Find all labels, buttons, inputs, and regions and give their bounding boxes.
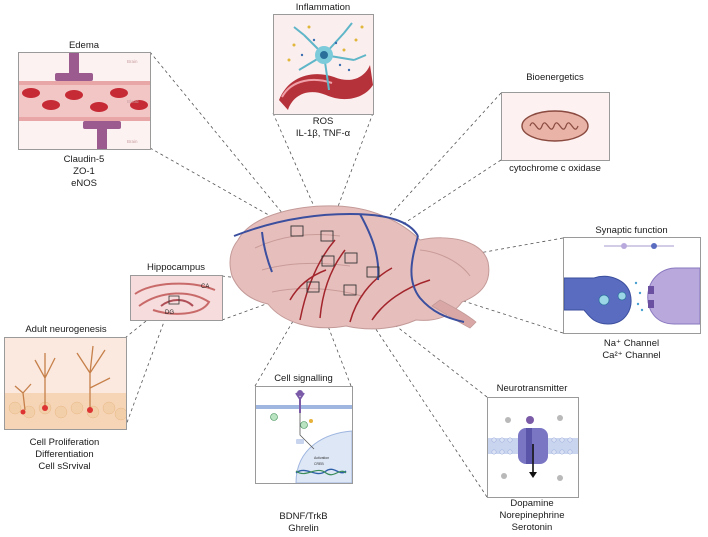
box-hippocampus (306, 281, 320, 293)
connector-inflammation-1 (272, 112, 328, 237)
synaptic-panel (563, 237, 701, 334)
marker-enos: eNOS (71, 177, 97, 189)
region-label-ca: CA (201, 284, 209, 290)
signalling-markers: BDNF/TrkB Ghrelin (255, 511, 352, 535)
marker-ca-channel: Ca²⁺ Channel (602, 349, 661, 361)
red-blood-cells (22, 88, 148, 112)
postsynaptic-terminal (647, 267, 700, 325)
marker-dopamine: Dopamine (510, 498, 554, 509)
synaptic-title: Synaptic function (595, 225, 668, 236)
layer-label-middle: Blood (127, 99, 139, 104)
signalling-panel: Activation CREB (255, 386, 353, 484)
hippocampus-panel: CA DG (130, 275, 223, 321)
marker-ghrelin: Ghrelin (288, 522, 319, 534)
marker-zo1: ZO-1 (73, 165, 95, 177)
connector-signalling-1 (254, 286, 314, 387)
marker-cytochrome-c-oxidase: cytochrome c oxidase (509, 163, 601, 174)
label-creb: CREB (314, 462, 324, 466)
neurotransmitter-title: Neurotransmitter (496, 383, 568, 394)
box-bioenergetics (344, 252, 358, 264)
edema-markers: Claudin-5 ZO-1 eNOS (18, 154, 150, 190)
region-boxes (290, 225, 380, 296)
box-edema (290, 225, 304, 237)
marker-differentiation: Differentiation (35, 448, 94, 460)
blood-vessel-shape (279, 65, 373, 110)
neurotransmitter-illustration (488, 398, 578, 497)
connector-neuro-2 (124, 299, 173, 429)
synapse-illustration (564, 238, 700, 333)
marker-bdnf-trkb: BDNF/TrkB (279, 511, 328, 522)
box-inflammation (320, 230, 334, 242)
marker-norepinephrine: Norepinephrine (499, 509, 565, 521)
box-misc (321, 255, 335, 267)
edema-illustration: Brain Blood Brain (19, 53, 150, 149)
connector-edema-1 (149, 51, 298, 232)
presynaptic-terminal (564, 275, 632, 325)
brainstem (431, 299, 477, 329)
marker-il1b-tnfa: IL-1β, TNF-α (295, 127, 351, 139)
neurogenesis-illustration (5, 338, 126, 429)
layer-label-bottom: Brain (127, 139, 138, 144)
inflammation-title: Inflammation (295, 2, 351, 13)
inflammation-panel (273, 14, 374, 115)
marker-cell-survival: Cell sSrvival (38, 460, 91, 472)
box-synaptic (366, 266, 380, 278)
label-activation: Activation (314, 456, 329, 460)
veins (233, 212, 465, 323)
tight-junction-bottom (97, 121, 107, 149)
connector-bioenergetics-1 (350, 92, 502, 259)
bioenergetics-panel (501, 92, 610, 161)
trkb-receptor (295, 392, 305, 413)
marker-serotonin: Serotonin (511, 521, 553, 533)
proliferating-cells (20, 405, 93, 415)
hippocampus-title: Hippocampus (146, 262, 206, 273)
neurotransmitter-panel (487, 397, 579, 498)
marker-claudin5: Claudin-5 (63, 154, 105, 165)
neurogenesis-panel (4, 337, 127, 430)
bioenergetics-title: Bioenergetics (526, 72, 584, 83)
region-label-dg: DG (165, 310, 174, 316)
microglia-shape (293, 22, 367, 91)
dna-strand (295, 468, 347, 475)
bioenergetics-markers: cytochrome c oxidase (491, 163, 619, 175)
marker-cell-proliferation: Cell Proliferation (29, 437, 100, 448)
cytokine-dots (287, 25, 364, 62)
new-neuron-dendrites (14, 345, 111, 411)
hippocampus-zoom-box (168, 295, 180, 305)
synaptic-markers: Na⁺ Channel Ca²⁺ Channel (563, 338, 700, 362)
inflammation-markers: ROS IL-1β, TNF-α (273, 116, 373, 140)
marker-na-channel: Na⁺ Channel (603, 338, 660, 349)
signalling-title: Cell signalling (274, 373, 333, 384)
hippocampus-illustration: CA DG (134, 282, 216, 316)
neurogenesis-markers: Cell Proliferation Differentiation Cell … (4, 437, 125, 473)
box-neurotransmitter (343, 284, 357, 296)
inflammation-illustration (274, 15, 373, 114)
arteries (289, 239, 431, 323)
tight-junction-top (69, 53, 79, 77)
marker-ros: ROS (312, 116, 334, 127)
layer-label-top: Brain (127, 59, 138, 64)
mitochondrion-illustration (521, 110, 589, 142)
neurotransmitter-markers: Dopamine Norepinephrine Serotonin (477, 498, 587, 534)
edema-title: Edema (68, 40, 100, 51)
neurogenesis-title: Adult neurogenesis (25, 324, 107, 335)
signalling-illustration: Activation CREB (256, 387, 352, 483)
edema-panel: Brain Blood Brain (18, 52, 151, 150)
